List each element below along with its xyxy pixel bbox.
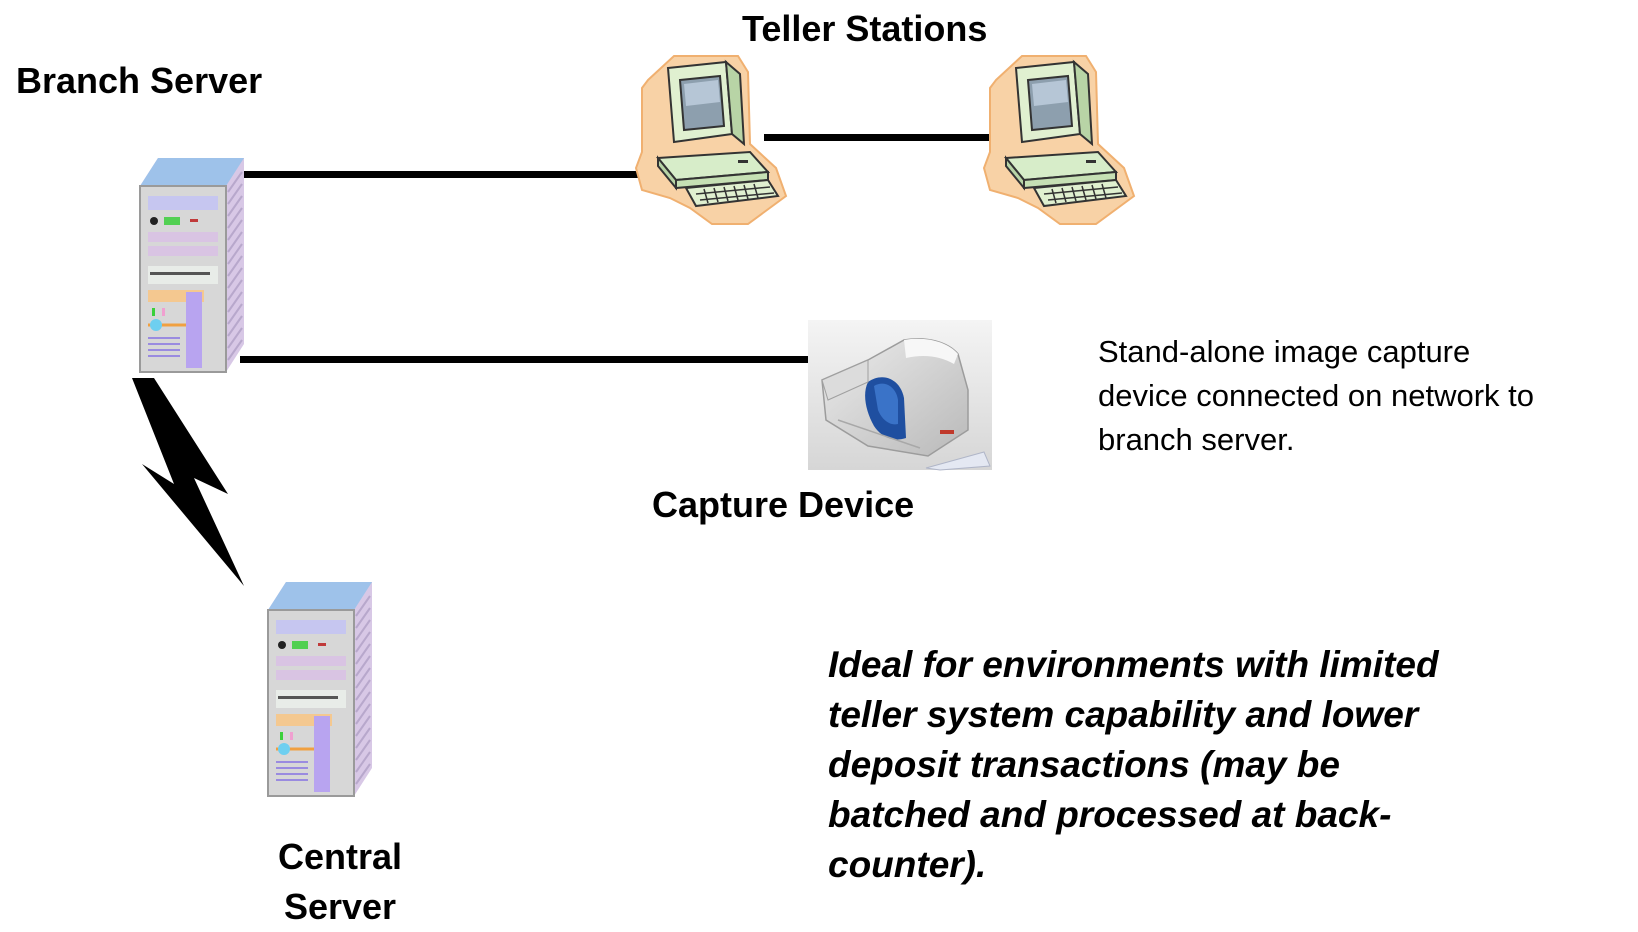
link-teller-to-teller (764, 134, 1054, 141)
lightning-bolt-icon (132, 378, 244, 586)
note-line: Stand-alone image capture (1098, 334, 1471, 369)
callout-line: teller system capability and lower (828, 694, 1419, 735)
callout-line: counter). (828, 844, 987, 885)
check-scanner-icon (808, 320, 992, 471)
computer-icon (634, 55, 788, 225)
callout-line: batched and processed at back- (828, 794, 1392, 835)
server-icon (139, 158, 244, 373)
capture-device-label: Capture Device (652, 484, 915, 525)
central-server-label: Central Server (262, 832, 418, 932)
central-server-label-line1: Central (277, 836, 403, 877)
callout-line: deposit transactions (may be (828, 744, 1340, 785)
capture-device-note: Stand-alone image capture device connect… (1098, 330, 1534, 462)
teller-stations-label: Teller Stations (742, 8, 988, 49)
callout-line: Ideal for environments with limited (828, 644, 1439, 685)
ideal-for-callout: Ideal for environments with limited tell… (828, 640, 1439, 890)
link-branch-to-teller (240, 171, 650, 178)
link-branch-to-capture (240, 356, 814, 363)
server-icon (267, 582, 372, 797)
note-line: branch server. (1098, 422, 1295, 457)
central-server-label-line2: Server (283, 886, 397, 927)
computer-icon (982, 55, 1136, 225)
branch-server-label: Branch Server (16, 60, 263, 101)
note-line: device connected on network to (1098, 378, 1534, 413)
